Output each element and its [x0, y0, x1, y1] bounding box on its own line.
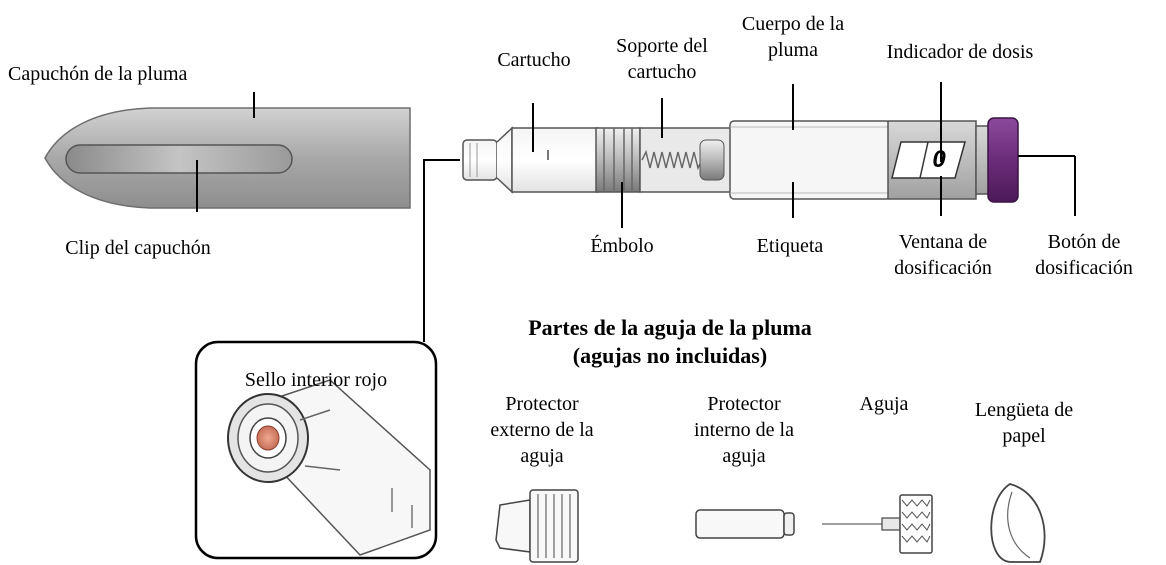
paper-tab-label-line1: Lengüeta de [974, 399, 1074, 421]
cartridge [511, 127, 599, 193]
cap-clip [65, 144, 293, 174]
outer-needle-cap [495, 489, 579, 563]
needle-parts-heading-line1: Partes de la aguja de la pluma [528, 315, 812, 340]
paper-tab [990, 483, 1046, 563]
pen-body [729, 120, 891, 200]
inner-cap-label-line2: interno de la [694, 419, 794, 441]
dose-button-label-line2: dosificación [1035, 257, 1133, 279]
dose-window-label-line2: dosificación [894, 257, 992, 279]
dose-indicator-value: 0 [932, 146, 946, 173]
plunger [595, 127, 641, 193]
outer-cap-label-line3: aguja [520, 445, 564, 467]
inner-cap-label-line1: Protector [707, 393, 781, 415]
red-seal-label: Sello interior rojo [244, 369, 388, 391]
cartridge-holder-label-line2: cartucho [627, 61, 697, 83]
cartridge-label: Cartucho [497, 49, 571, 71]
label-label: Etiqueta [756, 235, 824, 257]
plunger-label: Émbolo [590, 235, 654, 257]
pen-cap-label: Capuchón de la pluma [8, 63, 188, 85]
dose-button-label-line1: Botón de [1047, 231, 1121, 253]
pen-body-label-line2: pluma [768, 39, 818, 61]
needle [822, 494, 933, 554]
cartridge-holder-label-line1: Soporte del [616, 35, 708, 57]
dose-indicator-label: Indicador de dosis [886, 41, 1034, 63]
dose-button [987, 117, 1019, 203]
dose-section [887, 120, 991, 200]
inner-cap-label-line3: aguja [722, 445, 766, 467]
outer-cap-label-line2: externo de la [490, 419, 594, 441]
paper-tab-label-line2: papel [1002, 425, 1046, 447]
needle-label: Aguja [859, 393, 909, 415]
cartridge-tip [462, 126, 513, 194]
dose-window-label-line1: Ventana de [898, 231, 988, 253]
needle-parts-heading-line2: (agujas no incluidas) [572, 343, 768, 368]
cap-clip-label: Clip del capuchón [65, 237, 211, 259]
outer-cap-label-line1: Protector [505, 393, 579, 415]
pen-body-label-line1: Cuerpo de la [741, 13, 845, 35]
inner-needle-cap [695, 509, 795, 539]
cartridge-holder [639, 127, 733, 193]
red-seal-inset [194, 340, 438, 560]
